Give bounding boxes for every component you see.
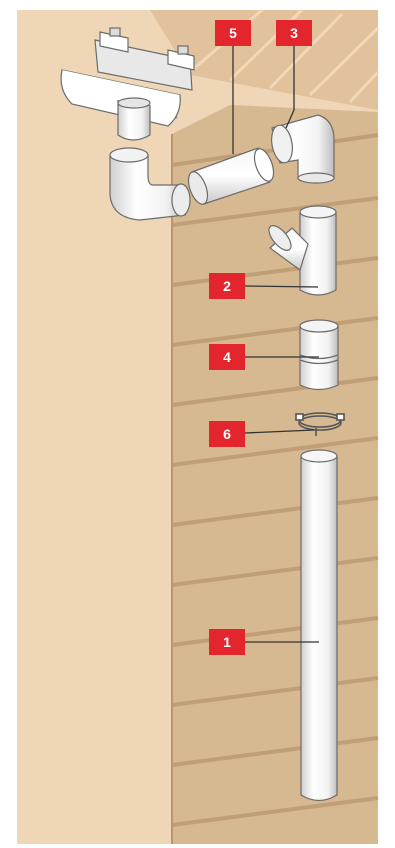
- label-1-downpipe: 1: [209, 629, 245, 655]
- label-5-offset-pipe: 5: [215, 20, 251, 46]
- label-2-branch: 2: [209, 273, 245, 299]
- label-4-socket: 4: [209, 344, 245, 370]
- label-6-pipe-clip: 6: [209, 421, 245, 447]
- label-3-bend: 3: [276, 20, 312, 46]
